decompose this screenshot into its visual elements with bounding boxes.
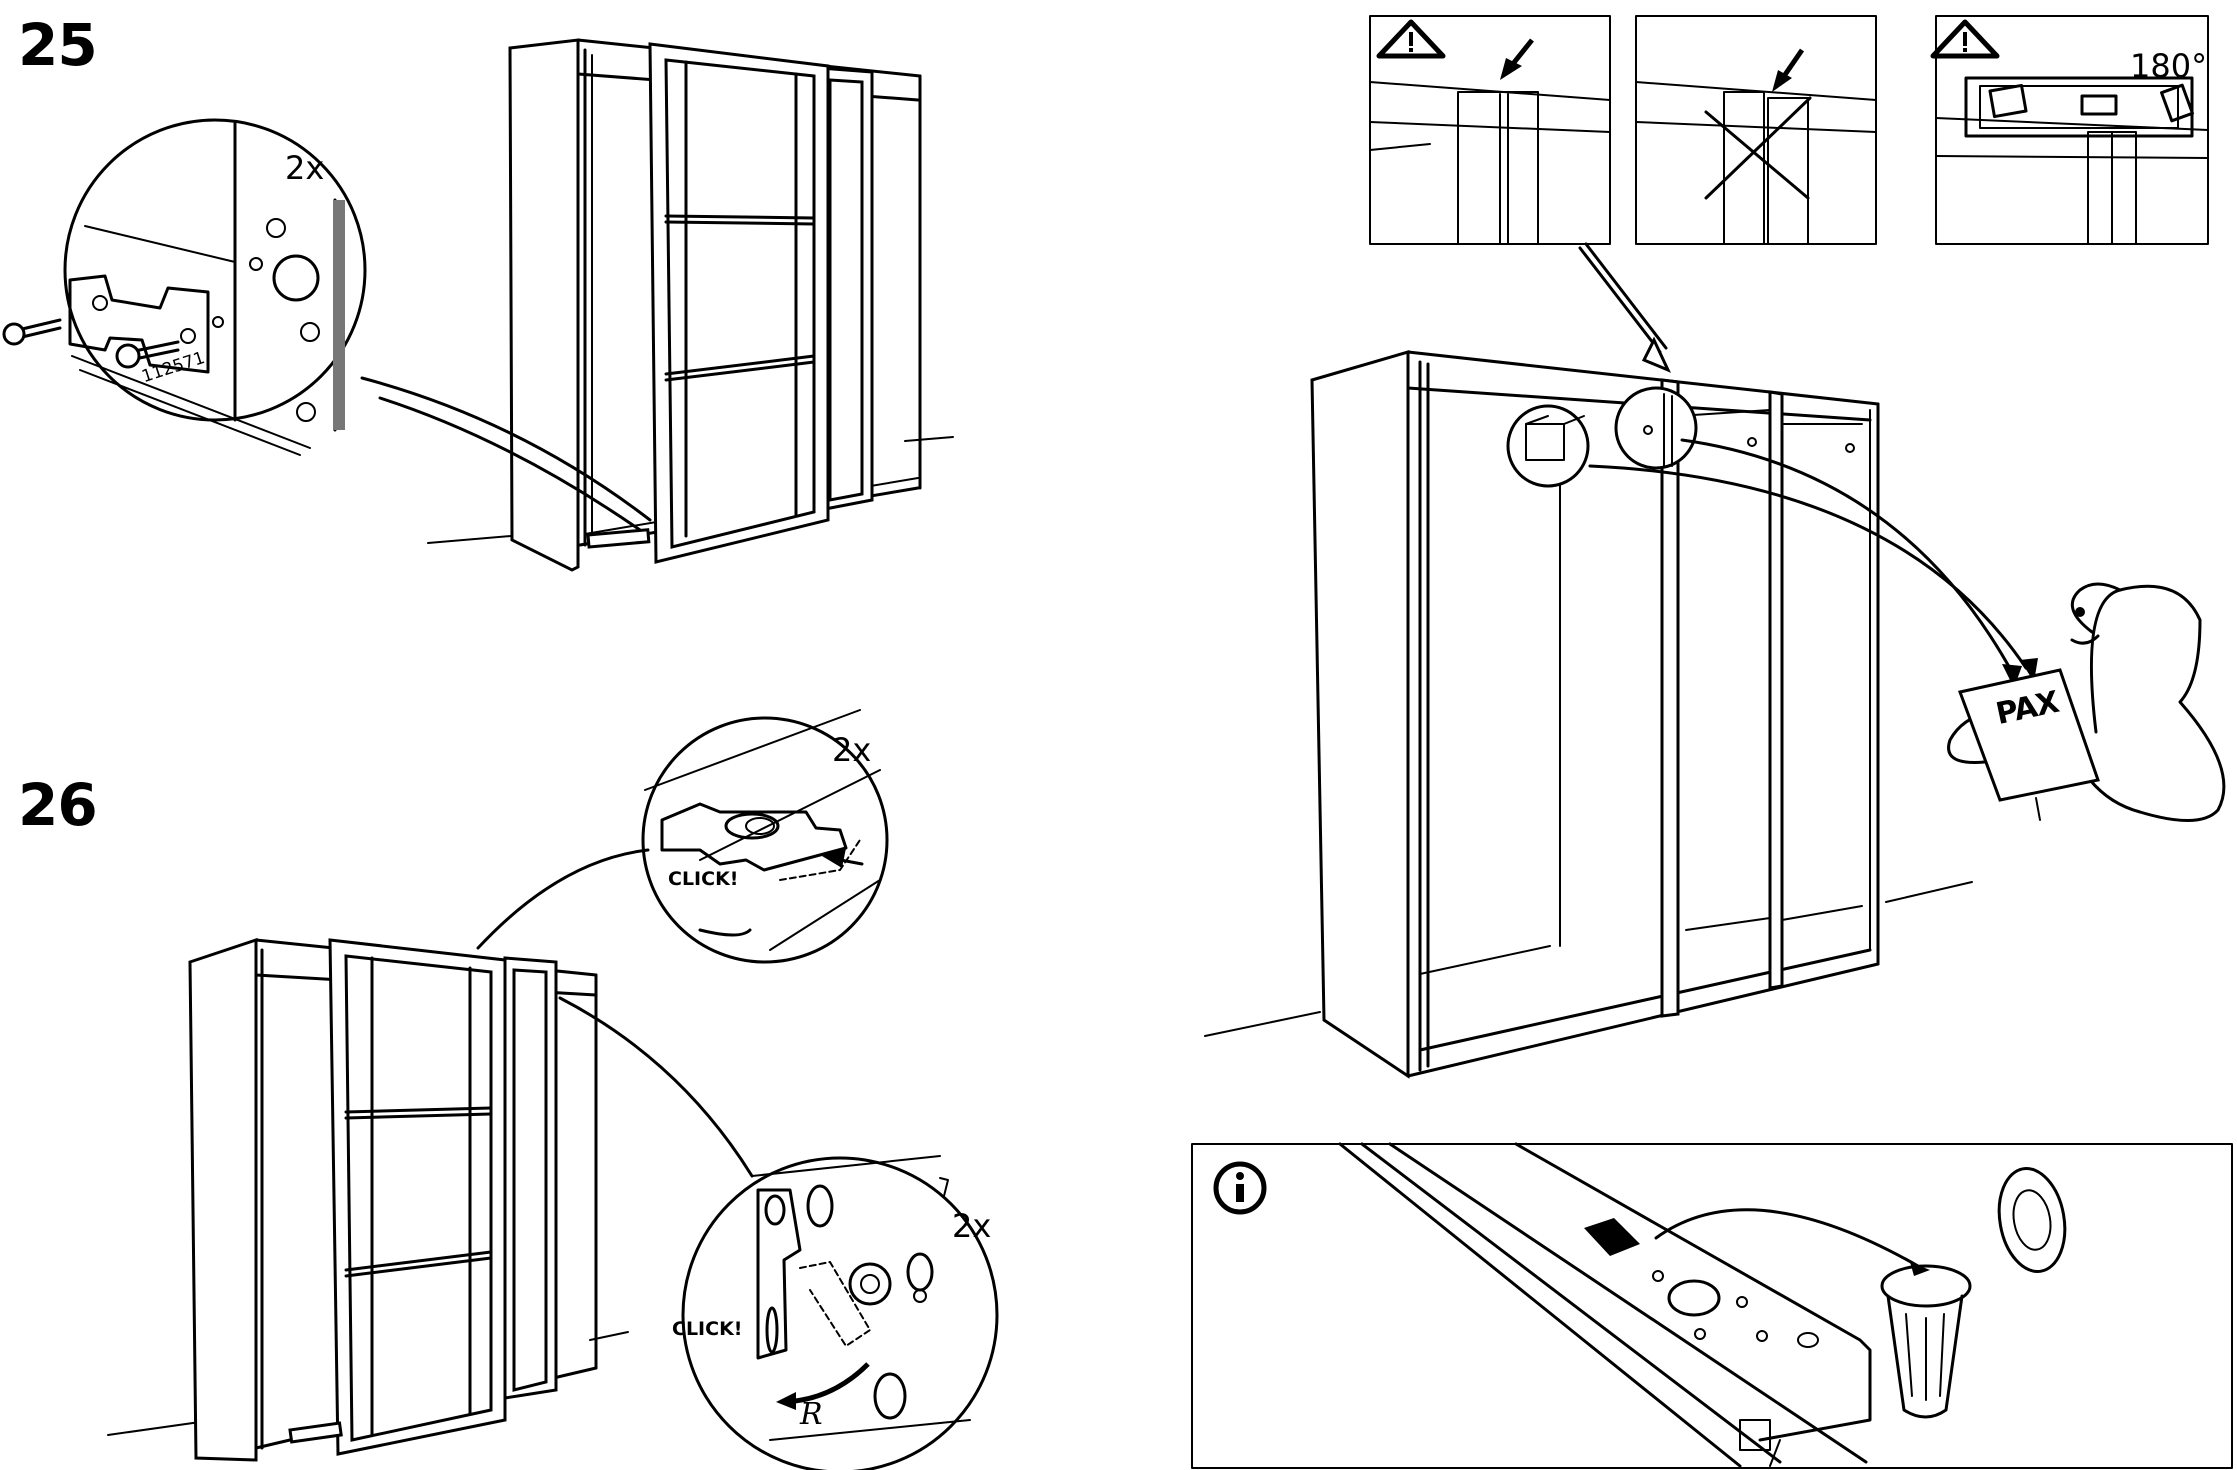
- click-label-top: CLICK!: [668, 870, 738, 889]
- warning-triangle-icon: [1379, 22, 1443, 56]
- step-26-illustration: [108, 940, 628, 1460]
- trash-bin-icon: [1882, 1163, 2073, 1417]
- quantity-label: 2x: [285, 152, 324, 184]
- spirit-level-icon: [1966, 78, 2192, 136]
- warning-triangle-icon: [1933, 22, 1997, 56]
- info-icon: [1216, 1164, 1264, 1212]
- wardrobe-frame-illustration: [1205, 244, 2038, 1076]
- step-number-25: 25: [18, 16, 97, 74]
- level-angle-label: 180°: [2130, 50, 2207, 82]
- manual-reader-character: [1949, 584, 2224, 821]
- quantity-label-top: 2x: [832, 734, 871, 766]
- quantity-label-bottom: 2x: [952, 1210, 991, 1242]
- step-26-detail-top: [478, 710, 887, 962]
- info-box: [1192, 1144, 2232, 1468]
- step-25-illustration: [428, 40, 953, 570]
- incorrect-alignment-panel: [1636, 16, 1876, 244]
- click-label-bottom: CLICK!: [672, 1320, 742, 1339]
- step-number-26: 26: [18, 776, 97, 834]
- direction-label: R: [800, 1400, 823, 1430]
- step-26-detail-bottom: [560, 998, 997, 1470]
